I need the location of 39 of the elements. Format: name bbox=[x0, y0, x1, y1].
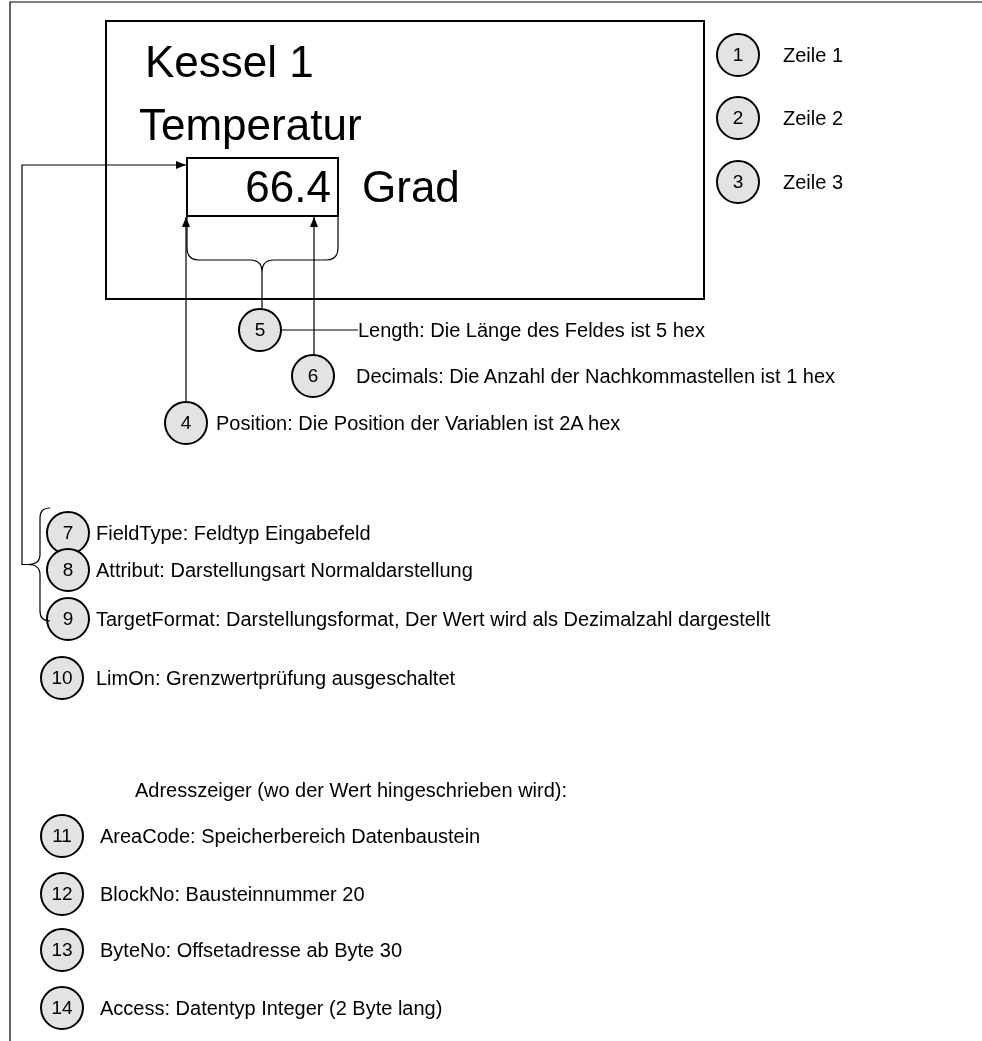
display-text: Grad bbox=[362, 162, 460, 212]
callout-text: Access: Datentyp Integer (2 Byte lang) bbox=[100, 996, 443, 1020]
display-text: Kessel 1 bbox=[145, 37, 314, 87]
brace bbox=[186, 216, 339, 309]
callout-number: 6 bbox=[291, 354, 335, 398]
callout-text: Decimals: Die Anzahl der Nachkommastellen ist 1 hex bbox=[356, 364, 836, 388]
display-text: Temperatur bbox=[139, 100, 362, 150]
arrow bbox=[21, 161, 187, 566]
callout-number: 3 bbox=[716, 160, 760, 204]
callout-text: Position: Die Position der Variablen ist 2A hex bbox=[216, 411, 621, 435]
callout-text: BlockNo: Bausteinnummer 20 bbox=[100, 882, 365, 906]
callout-text: TargetFormat: Darstellungsformat, Der Wert wird als Dezimalzahl dargestellt bbox=[96, 607, 771, 631]
callout-number: 13 bbox=[40, 928, 84, 972]
callout-number: 2 bbox=[716, 96, 760, 140]
callout-text: LimOn: Grenzwertprüfung ausgeschaltet bbox=[96, 666, 456, 690]
callout-number: 10 bbox=[40, 656, 84, 700]
callout-text: FieldType: Feldtyp Eingabefeld bbox=[96, 521, 371, 545]
callout-text: ByteNo: Offsetadresse ab Byte 30 bbox=[100, 938, 403, 962]
arrow bbox=[182, 216, 190, 402]
callout-text: AreaCode: Speicherbereich Datenbaustein bbox=[100, 824, 481, 848]
callout-number: 8 bbox=[46, 548, 90, 592]
arrow bbox=[310, 216, 318, 355]
note-text: Adresszeiger (wo der Wert hingeschrieben wird): bbox=[135, 778, 568, 802]
leader-line bbox=[281, 329, 359, 331]
callout-number: 12 bbox=[40, 872, 84, 916]
callout-number: 11 bbox=[40, 814, 84, 858]
callout-number: 4 bbox=[164, 401, 208, 445]
callout-number: 9 bbox=[46, 597, 90, 641]
display-panel bbox=[105, 20, 705, 300]
callout-text: Zeile 2 bbox=[783, 106, 844, 130]
callout-text: Attribut: Darstellungsart Normaldarstellung bbox=[96, 558, 473, 582]
callout-text: Length: Die Länge des Feldes ist 5 hex bbox=[358, 318, 705, 342]
callout-number: 14 bbox=[40, 986, 84, 1030]
callout-text: Zeile 3 bbox=[783, 170, 844, 194]
callout-number: 5 bbox=[238, 308, 282, 352]
bracket bbox=[27, 507, 51, 622]
callout-text: Zeile 1 bbox=[783, 43, 844, 67]
callout-number: 1 bbox=[716, 33, 760, 77]
value-field: 66.4 bbox=[186, 157, 339, 217]
